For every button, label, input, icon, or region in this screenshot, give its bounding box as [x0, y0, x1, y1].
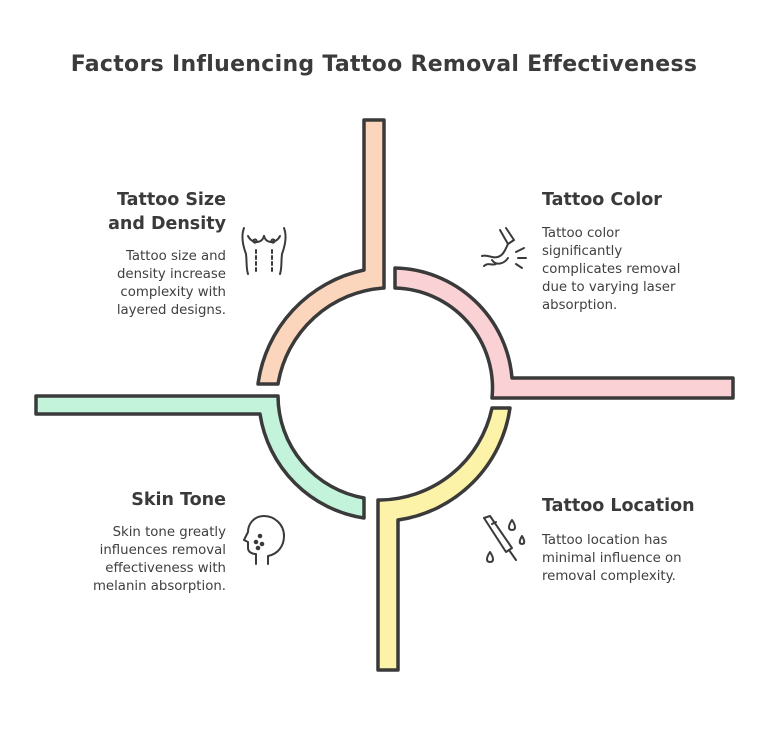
- color-desc-line2: significantly: [542, 244, 623, 259]
- color-title: Tattoo Color: [542, 190, 662, 210]
- color-description: Tattoo color significantly complicates r…: [542, 225, 712, 315]
- size-density-title-line1: Tattoo Size: [116, 190, 226, 210]
- color-desc-line1: Tattoo color: [542, 226, 620, 241]
- color-desc-line4: due to varying laser: [542, 280, 676, 295]
- segment-size-density: [256, 118, 386, 386]
- skin-tone-desc-line1: Skin tone greatly: [112, 525, 226, 540]
- size-density-description: Tattoo size and density increase complex…: [60, 248, 226, 320]
- size-density-title-line2: and Density: [108, 214, 226, 234]
- skin-tone-description: Skin tone greatly influences removal eff…: [60, 524, 226, 596]
- body-torso-icon: [241, 227, 287, 275]
- location-desc-line1: Tattoo location has: [542, 533, 668, 548]
- color-desc-line5: absorption.: [542, 298, 618, 313]
- location-desc-line3: removal complexity.: [542, 569, 676, 584]
- face-profile-icon: [243, 515, 285, 565]
- size-density-title: Tattoo Size and Density: [60, 188, 226, 236]
- skin-tone-desc-line3: effectiveness with: [105, 561, 226, 576]
- segment-location: [376, 406, 512, 672]
- skin-tone-desc-line4: melanin absorption.: [92, 579, 226, 594]
- skin-tone-title: Skin Tone: [131, 490, 226, 510]
- size-density-desc-line2: density increase: [116, 267, 226, 282]
- segment-skin-tone: [34, 394, 366, 520]
- skin-tone-desc-line2: influences removal: [99, 543, 226, 558]
- laser-hand-icon: [481, 227, 527, 269]
- location-title: Tattoo Location: [542, 496, 695, 516]
- size-density-desc-line3: complexity with: [120, 285, 226, 300]
- location-description: Tattoo location has minimal influence on…: [542, 532, 712, 586]
- location-desc-line2: minimal influence on: [542, 551, 682, 566]
- color-desc-line3: complicates removal: [542, 262, 681, 277]
- size-density-desc-line4: layered designs.: [116, 303, 226, 318]
- size-density-desc-line1: Tattoo size and: [125, 249, 226, 264]
- segment-color: [393, 266, 735, 400]
- page-title: Factors Influencing Tattoo Removal Effec…: [70, 52, 698, 77]
- tattoo-needle-icon: [483, 515, 526, 563]
